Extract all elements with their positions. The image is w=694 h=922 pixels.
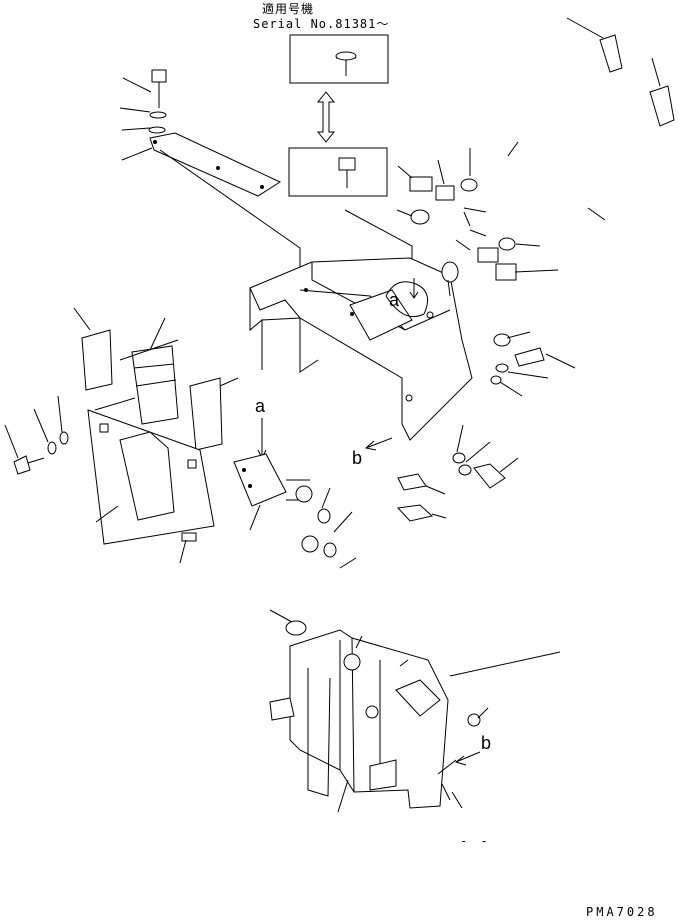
lever-rod-1 <box>477 17 623 186</box>
serial-number-range: Serial No.81381～ <box>253 17 390 31</box>
left-bolts <box>4 339 179 475</box>
top-plate <box>149 132 282 197</box>
right-side-bolts <box>452 331 576 489</box>
side-covers <box>73 307 239 451</box>
new-bolt-variant-box <box>289 34 389 84</box>
lever-rod-2 <box>511 57 675 242</box>
left-panel <box>87 409 215 564</box>
callout-label-a-lower: a <box>255 396 266 416</box>
dash-marks: - - <box>460 834 491 848</box>
old-bolt-variant-box <box>288 147 388 197</box>
lower-pedal-assembly <box>269 609 561 813</box>
callout-label-a-upper: a <box>389 290 400 310</box>
switch-assembly <box>233 418 357 569</box>
linkage-parts <box>396 148 559 297</box>
top-bolt-stack <box>119 69 167 161</box>
applicability-title: 適用号機 <box>262 2 315 16</box>
small-plates <box>396 473 447 522</box>
change-arrow <box>316 91 336 143</box>
callout-label-b-upper: b <box>352 448 363 468</box>
main-frame-bracket <box>249 257 473 441</box>
drawing-code: PMA7028 <box>586 905 658 919</box>
callout-label-b-lower: b <box>481 733 492 753</box>
